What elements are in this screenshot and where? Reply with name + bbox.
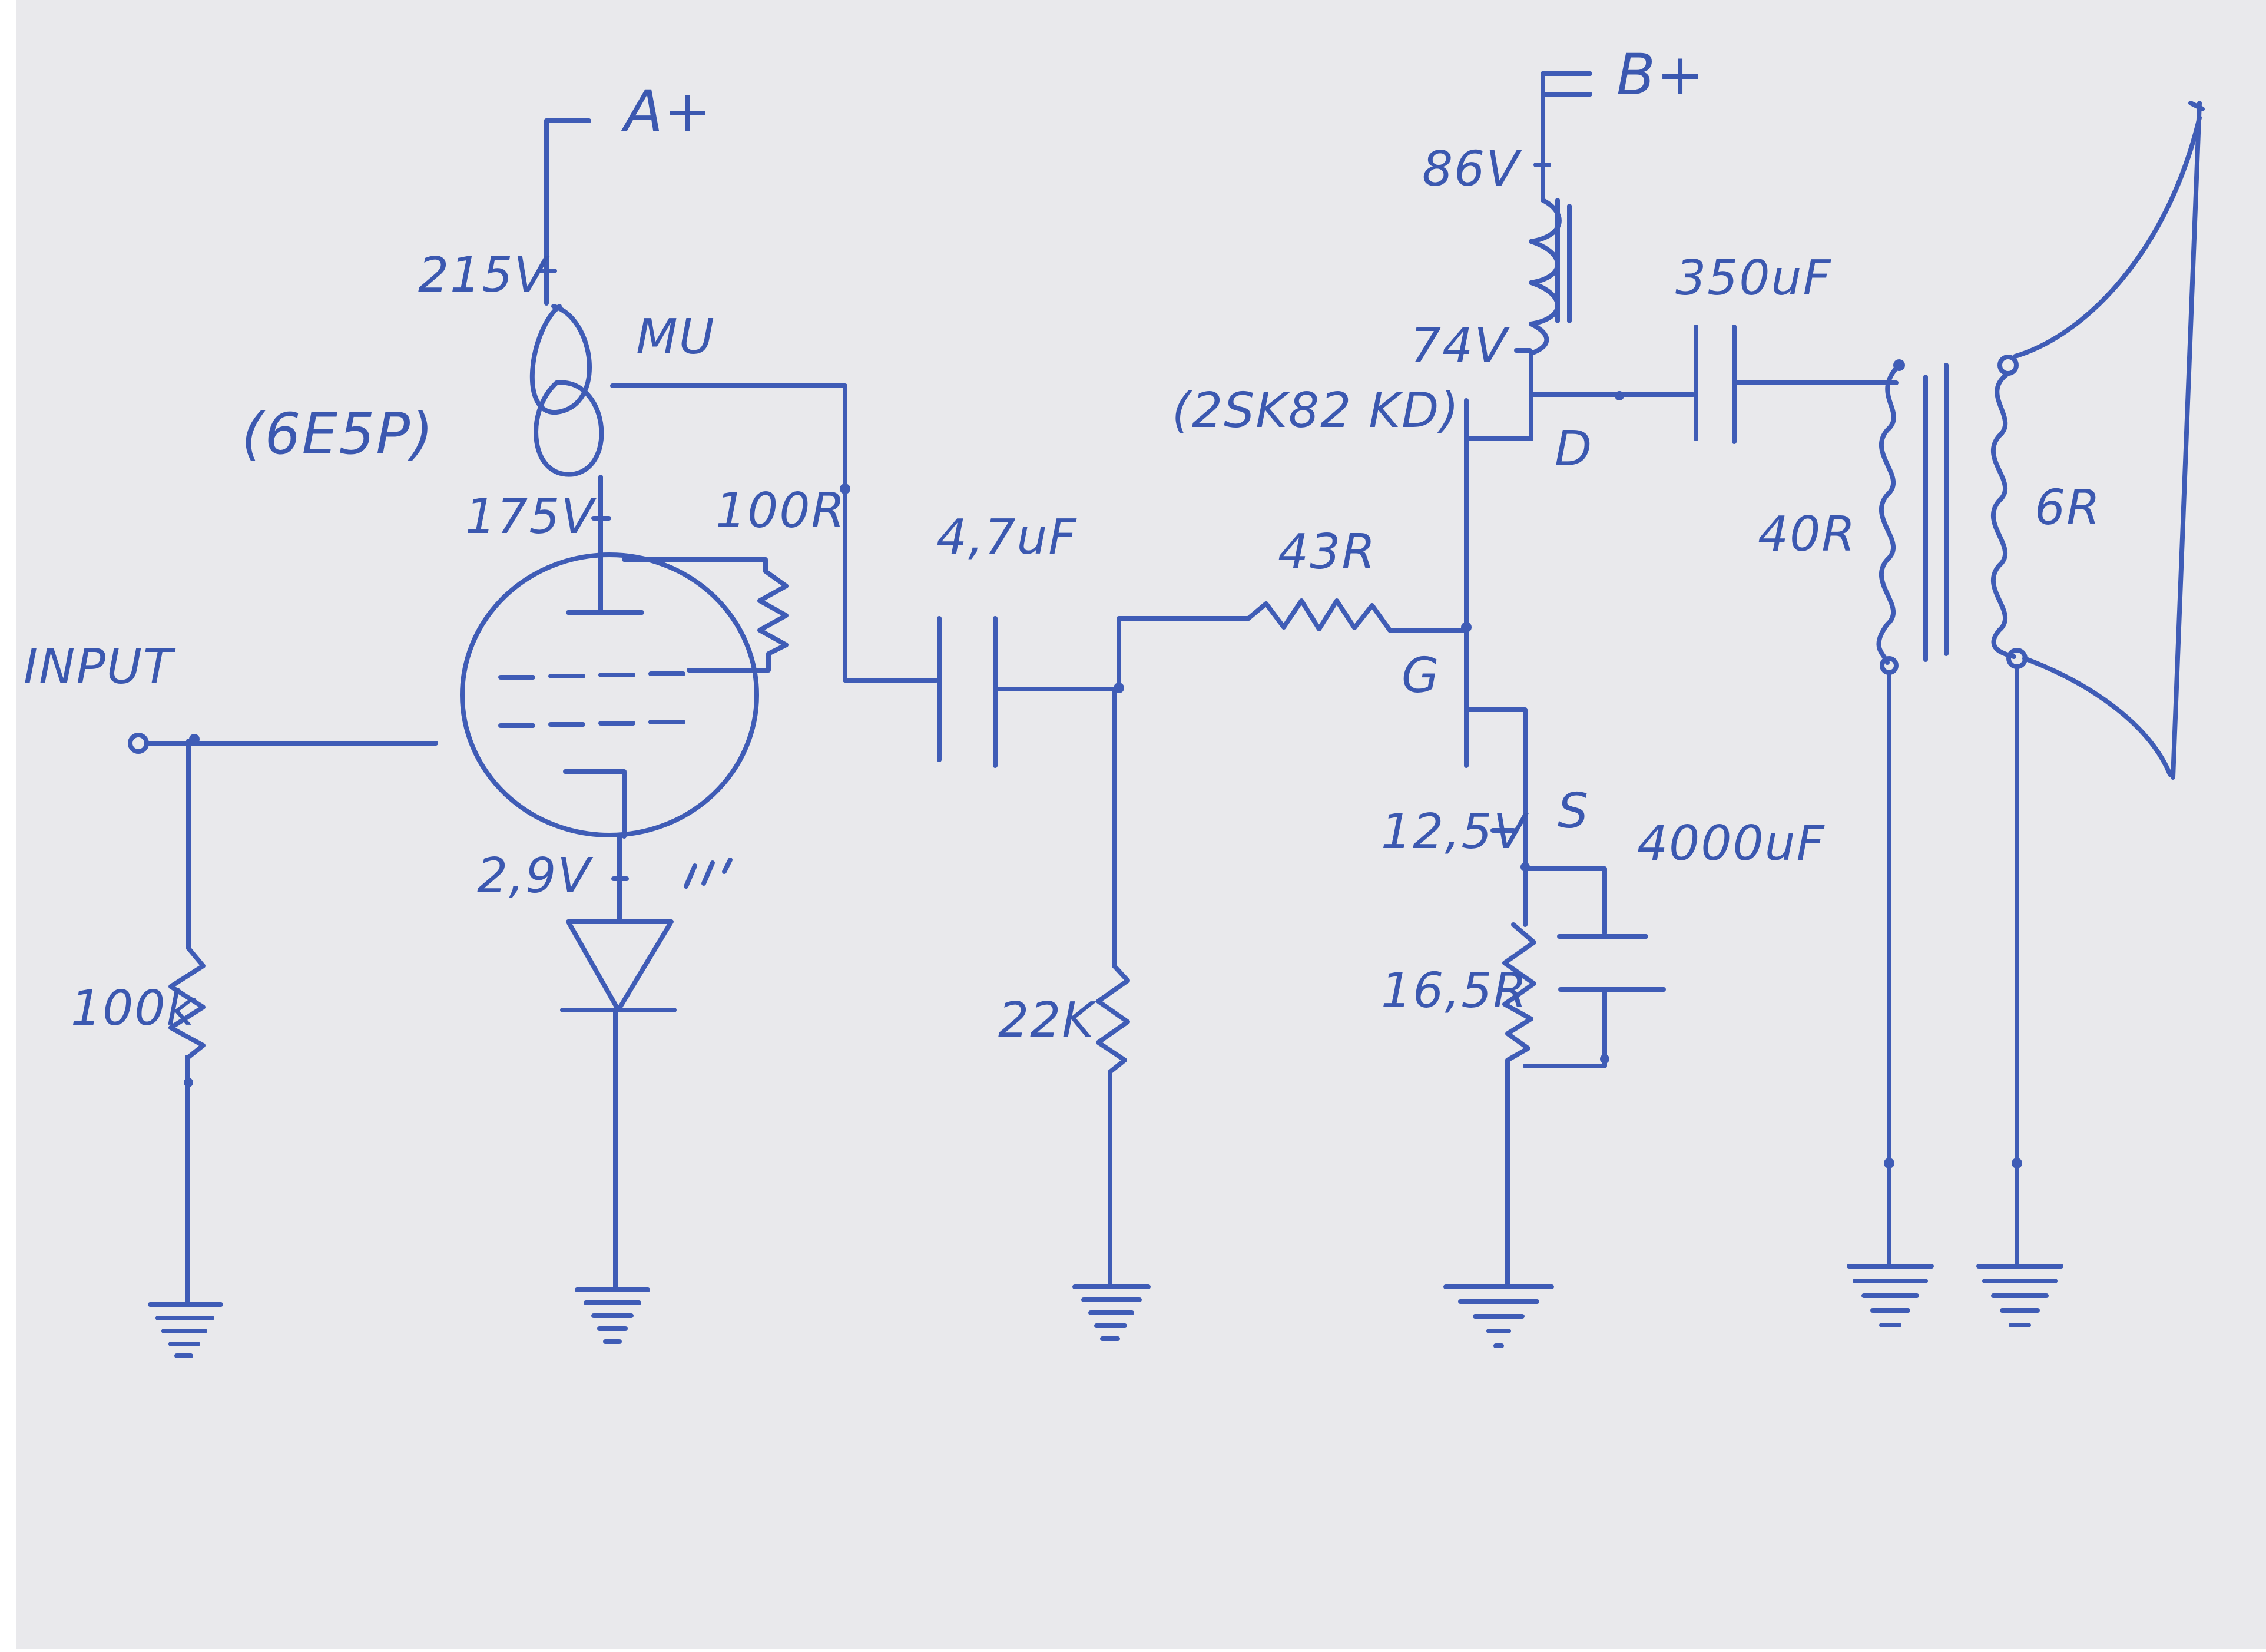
junction-dot bbox=[189, 734, 200, 744]
led-triangle bbox=[566, 919, 674, 1012]
resistor-100k-label: 100k bbox=[71, 981, 197, 1037]
junction-dot bbox=[1461, 622, 1472, 633]
resistor-100k bbox=[168, 946, 206, 1060]
choke-core bbox=[1555, 198, 1572, 323]
screen-wire-top bbox=[622, 557, 768, 574]
tube-envelope bbox=[460, 552, 759, 837]
capacitor-4000uf-label: 4000uF bbox=[1637, 816, 1826, 872]
junction-dot bbox=[840, 484, 850, 494]
output-stage: 40R 6R bbox=[1758, 101, 2205, 1327]
ground-symbol bbox=[575, 1287, 650, 1344]
gate-label: G bbox=[1402, 648, 1440, 704]
mosfet-stage: B+ 86V 74V (2SK82 KD) D G S 12,5V 4000uF… bbox=[1172, 42, 1899, 1348]
ground-symbol bbox=[1072, 1284, 1151, 1341]
voltage-175v: 175V bbox=[465, 489, 597, 545]
voltage-86v: 86V bbox=[1422, 141, 1522, 197]
mosfet-source-stub bbox=[1464, 707, 1528, 797]
resistor-22k-label: 22K bbox=[998, 992, 1097, 1048]
voltage-215v: 215V bbox=[418, 247, 550, 303]
led-light-rays-icon bbox=[684, 858, 733, 889]
ground-symbol bbox=[1976, 1264, 2063, 1327]
capacitor-4-7uf-label: 4,7uF bbox=[936, 509, 1078, 565]
tube-cathode bbox=[563, 769, 627, 839]
speaker-cone-bottom bbox=[2022, 656, 2172, 777]
capacitor-4-7uf-plates bbox=[937, 616, 998, 768]
transformer-core bbox=[1923, 363, 1949, 662]
a-plus-label: A+ bbox=[621, 78, 713, 144]
resistor-22k bbox=[1096, 964, 1130, 1289]
tube-plate bbox=[566, 557, 644, 615]
speaker-cone-top bbox=[2013, 115, 2202, 359]
resistor-40r-label: 40R bbox=[1758, 506, 1856, 562]
speaker-front bbox=[2171, 101, 2202, 780]
gate-feed-wire bbox=[1117, 616, 1251, 688]
voltage-12-5v: 12,5V bbox=[1381, 804, 1529, 860]
resistor-43r bbox=[1246, 598, 1392, 633]
coupling-stage: 4,7uF 43R 22K bbox=[846, 509, 1469, 1341]
junction-dot bbox=[1615, 391, 1624, 400]
source-label: S bbox=[1558, 783, 1589, 839]
capacitor-350uf-plates bbox=[1694, 325, 1737, 444]
input-stage: INPUT 100k bbox=[24, 639, 438, 1358]
input-label: INPUT bbox=[24, 639, 176, 695]
mu-loop-lower bbox=[534, 380, 604, 477]
junction-dot bbox=[2012, 1158, 2022, 1168]
junction-dot bbox=[1884, 1158, 1894, 1168]
voltage-2-9v: 2,9V bbox=[477, 848, 593, 904]
tube-screen-grid bbox=[498, 671, 685, 680]
mosfet-type-label: (2SK82 KD) bbox=[1172, 383, 1460, 439]
resistor-16-5r bbox=[1502, 922, 1536, 1286]
resistor-100r-label: 100R bbox=[715, 483, 846, 539]
bypass-cap-top-wire bbox=[1523, 866, 1607, 936]
tube-type-label: (6E5P) bbox=[241, 401, 435, 467]
bypass-cap-bottom-wire bbox=[1523, 990, 1607, 1068]
tube-control-grid bbox=[498, 720, 685, 728]
resistor-16-5r-label: 16,5R bbox=[1381, 963, 1528, 1019]
mu-loop-upper bbox=[529, 304, 592, 415]
resistor-100r bbox=[687, 569, 789, 673]
ground-symbol bbox=[1847, 1264, 1934, 1327]
speaker-icon bbox=[2188, 101, 2205, 111]
ground-symbol bbox=[1443, 1284, 1554, 1348]
tube-stage: A+ 215V MU (6E5P) 175V 100R 2,9V bbox=[241, 78, 850, 1344]
resistor-43r-label: 43R bbox=[1278, 524, 1376, 580]
transformer-secondary-coil bbox=[1990, 371, 2016, 659]
paper-sheet bbox=[16, 0, 2266, 1649]
transformer-primary-coil bbox=[1876, 363, 1901, 665]
mu-label: MU bbox=[636, 309, 715, 365]
drain-label: D bbox=[1555, 421, 1593, 477]
b-plus-label: B+ bbox=[1616, 42, 1705, 108]
voltage-74v: 74V bbox=[1410, 318, 1510, 374]
resistor-6r-label: 6R bbox=[2035, 480, 2101, 536]
ground-symbol bbox=[148, 1302, 223, 1358]
capacitor-350uf-label: 350uF bbox=[1675, 250, 1832, 306]
junction-dot bbox=[1600, 1054, 1609, 1064]
